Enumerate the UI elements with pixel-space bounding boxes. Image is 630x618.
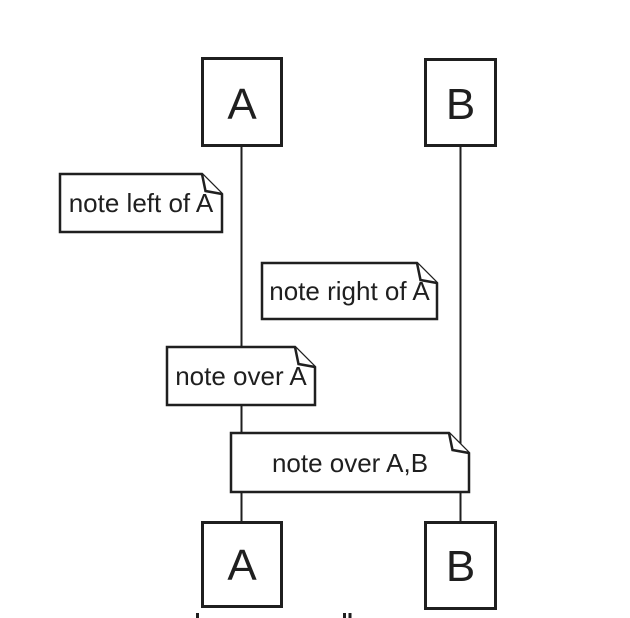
note-shape [165, 345, 317, 407]
actor-label: B [446, 80, 475, 129]
clipped-glyph-mark [343, 613, 346, 618]
note-over-a: note over A [165, 345, 317, 407]
note-label: note right of A [269, 276, 430, 306]
note-label: note left of A [69, 188, 214, 218]
actor-box [201, 57, 283, 147]
note-shape [58, 172, 224, 234]
note-shape [229, 431, 471, 494]
actor-label: A [227, 80, 257, 129]
actor-a-top: A [201, 57, 283, 147]
actor-a-bottom: A [201, 521, 283, 608]
actor-box [201, 521, 283, 608]
folded-corner-icon [200, 173, 223, 196]
folded-corner-icon [293, 346, 316, 369]
actor-b-top: B [424, 58, 497, 147]
clipped-glyph-mark [196, 613, 199, 618]
note-label: note over A,B [272, 448, 428, 478]
note-right-of-a: note right of A [260, 261, 439, 321]
actor-box [424, 58, 497, 147]
note-label: note over A [175, 361, 307, 391]
clipped-glyph-mark [348, 613, 352, 618]
actor-b-bottom: B [424, 521, 497, 610]
note-left-of-a: note left of A [58, 172, 224, 234]
folded-corner-icon [415, 262, 438, 285]
note-shape [260, 261, 439, 321]
actor-box [424, 521, 497, 610]
actor-label: A [227, 541, 257, 590]
note-over-a-b: note over A,B [229, 431, 471, 494]
clipped-text-fragment [196, 613, 352, 618]
actor-label: B [446, 542, 475, 591]
folded-corner-icon [447, 432, 470, 455]
